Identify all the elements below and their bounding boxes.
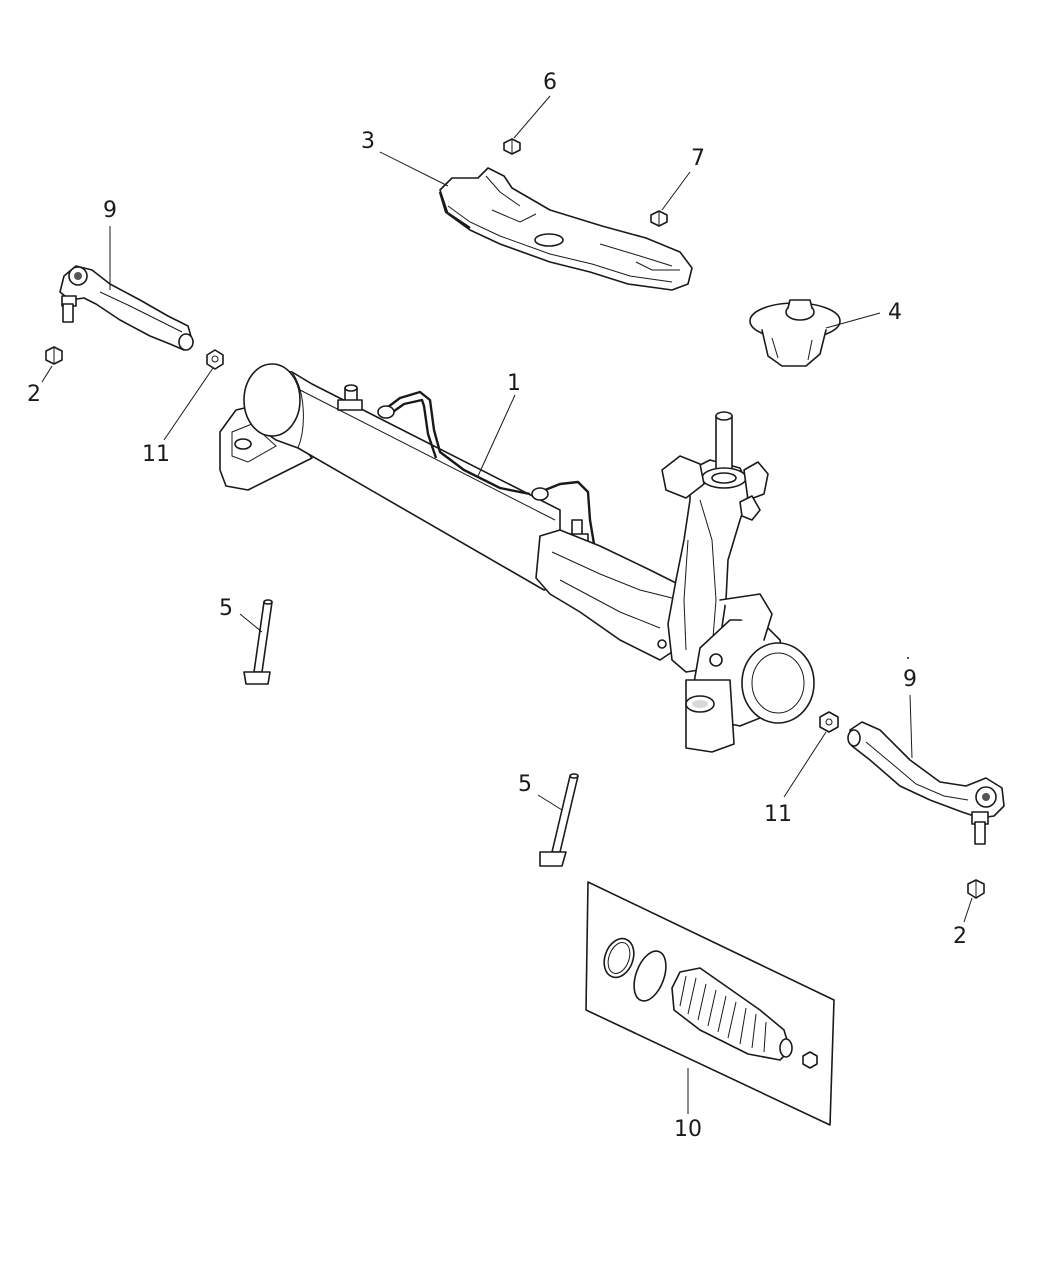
callout-11-right: 11 (764, 802, 792, 827)
tie-rod-end-right (848, 722, 1004, 844)
bolt-part-5-left (244, 600, 272, 684)
callout-5-right: 5 (518, 772, 532, 797)
nut-part-11-right (820, 712, 838, 732)
callout-10: 10 (674, 1117, 702, 1142)
callout-4: 4 (888, 300, 902, 325)
callout-2-right: 2 (953, 924, 967, 949)
callout-9-left: 9 (103, 198, 117, 223)
nut-part-2-left (46, 347, 62, 364)
callout-11-left: 11 (142, 442, 170, 467)
tie-rod-end-left (60, 266, 193, 350)
heat-shield-part (440, 168, 692, 290)
callout-labels: 1 2 2 3 4 5 5 6 7 9 9 10 11 11 (27, 70, 967, 1142)
callout-1: 1 (507, 371, 521, 396)
isolator-part-4 (750, 300, 840, 366)
nut-part-2-right (968, 880, 984, 898)
callout-3: 3 (361, 129, 375, 154)
nut-part-11-left (207, 350, 223, 369)
callout-9-right: 9 (903, 667, 917, 692)
bolt-part-5-right (540, 774, 578, 866)
nut-part-7 (651, 211, 667, 226)
nut-part-6 (504, 139, 520, 154)
leader-lines (41, 95, 973, 1114)
callout-6: 6 (543, 70, 557, 95)
callout-2-left: 2 (27, 382, 41, 407)
steering-gear-part-1 (220, 364, 814, 752)
callout-7: 7 (691, 146, 705, 171)
boot-kit-part-10 (586, 882, 834, 1125)
callout-5-left: 5 (219, 596, 233, 621)
